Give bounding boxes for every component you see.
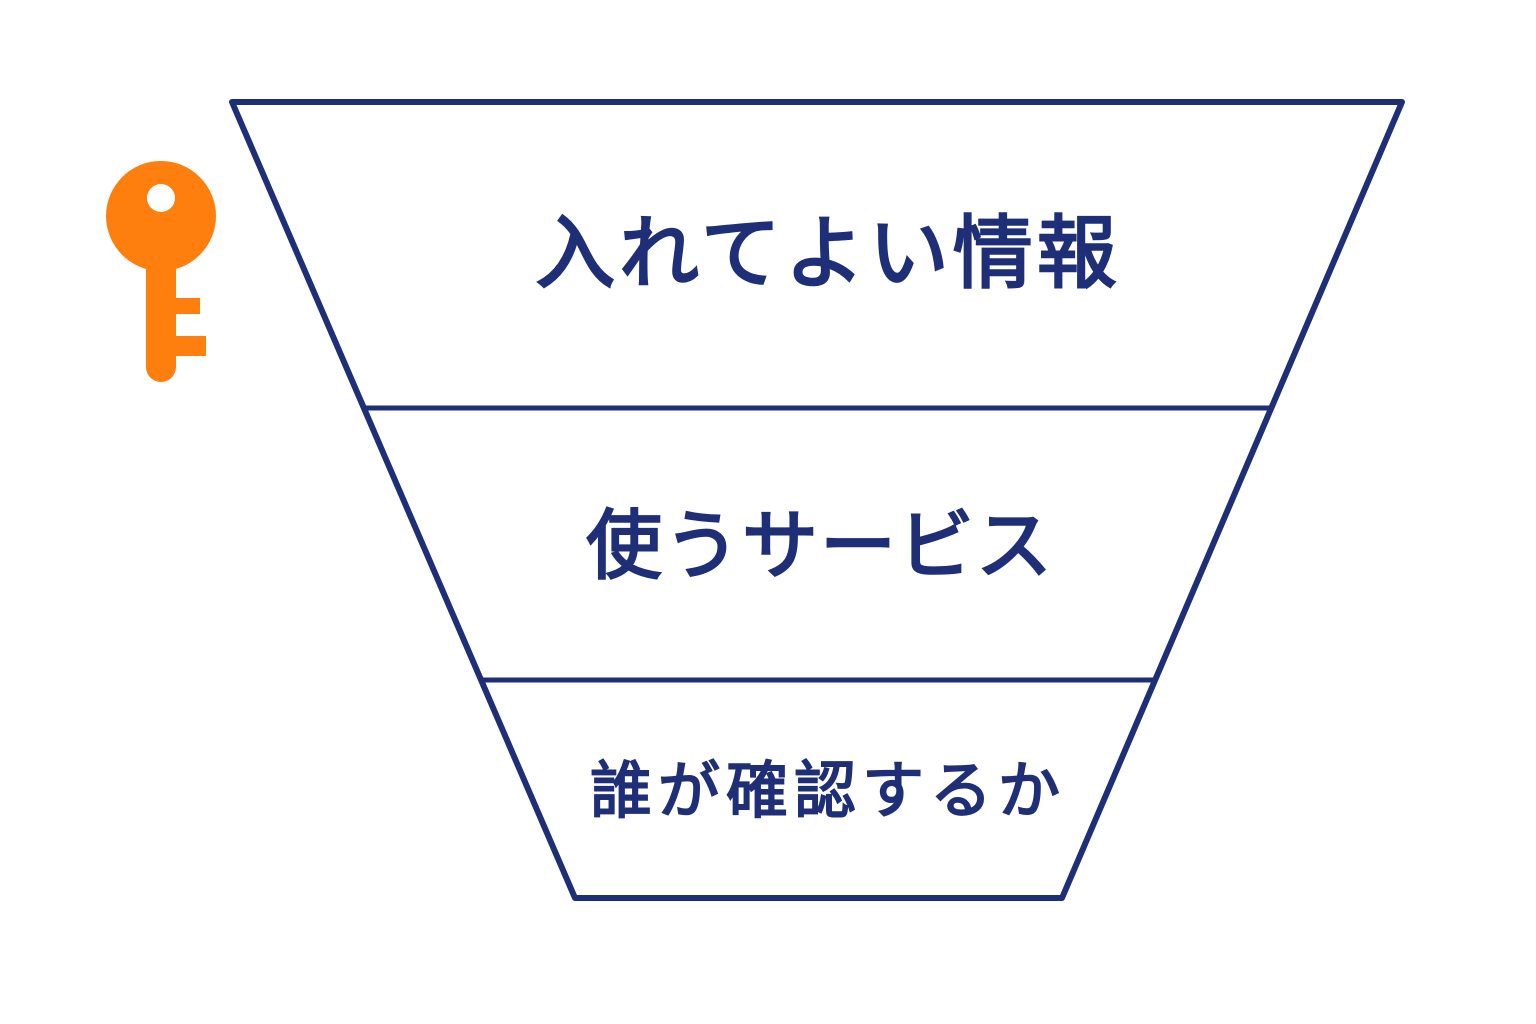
funnel-level-3-label: 誰が確認するか xyxy=(589,754,1066,827)
funnel-level-2-label: 使うサービス xyxy=(586,501,1054,590)
funnel-level-1-label: 入れてよい情報 xyxy=(535,207,1121,300)
key-icon xyxy=(106,161,216,382)
funnel-outline xyxy=(229,99,1405,901)
